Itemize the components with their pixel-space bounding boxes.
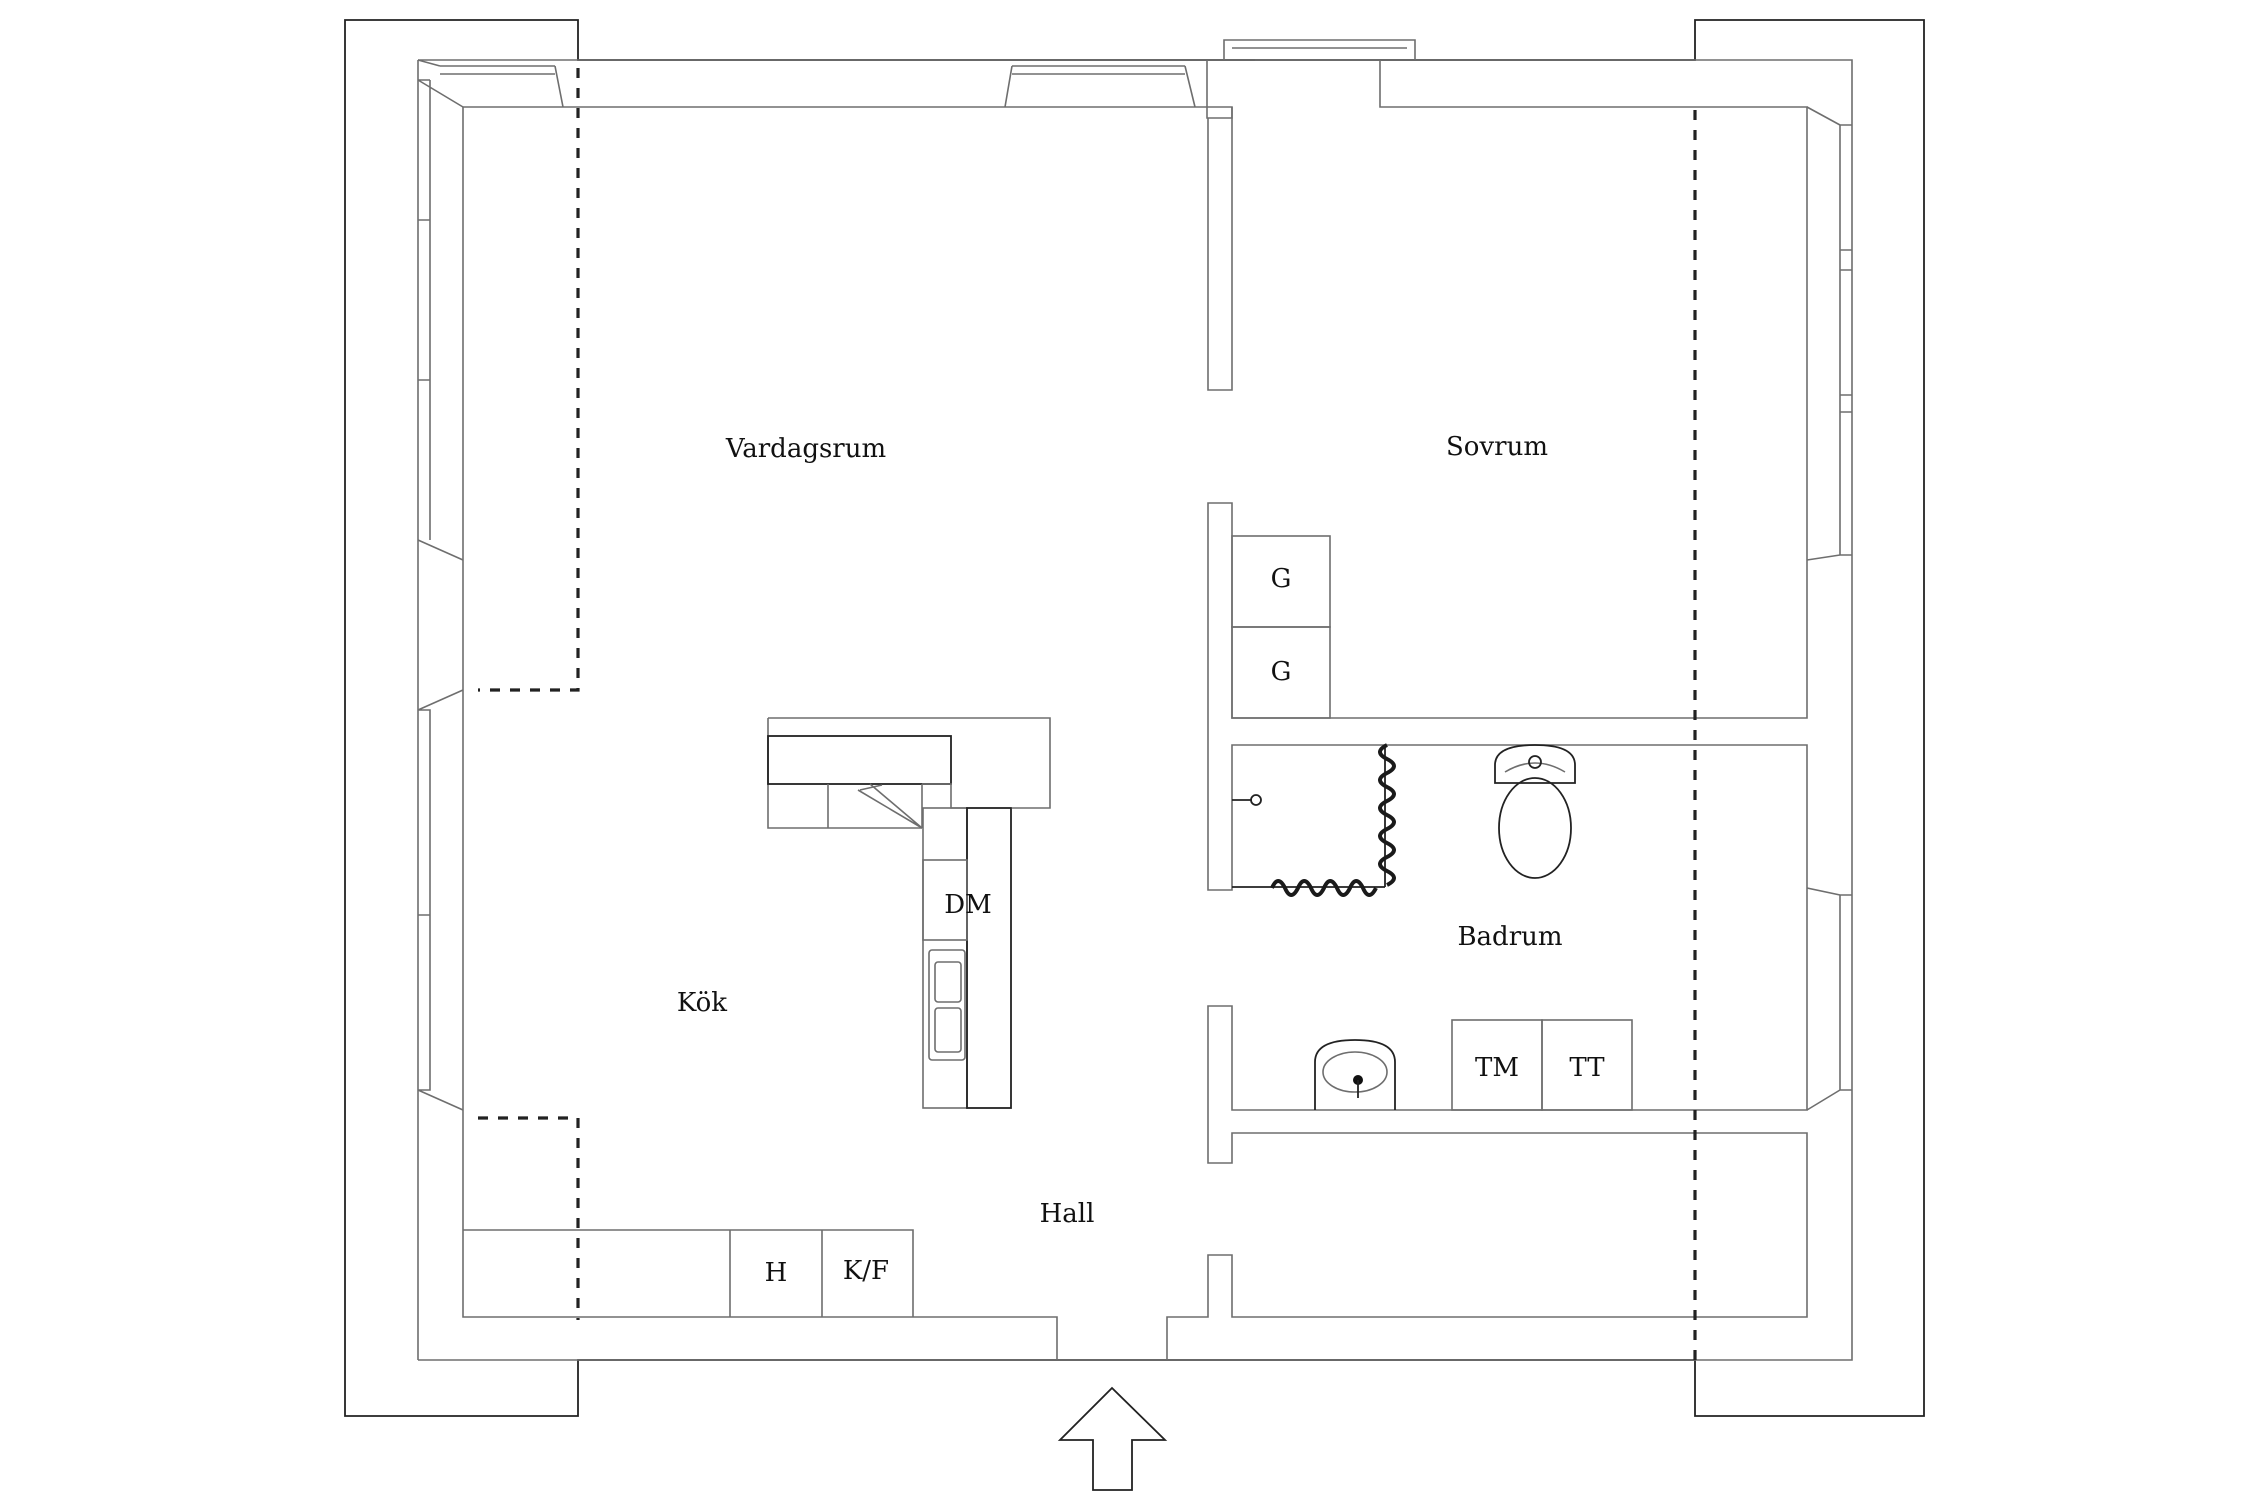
room-label-sovrum: Sovrum bbox=[1446, 432, 1548, 462]
washing-machine-label: TM bbox=[1475, 1053, 1519, 1083]
room-label-hall: Hall bbox=[1040, 1199, 1095, 1229]
kitchen-island bbox=[767, 717, 1051, 1109]
oven-label: H bbox=[765, 1258, 788, 1288]
dryer-label: TT bbox=[1569, 1053, 1605, 1083]
shower bbox=[1232, 743, 1396, 897]
room-label-kok: Kök bbox=[677, 988, 727, 1018]
dishwasher-label: DM bbox=[944, 890, 991, 920]
slope-lines bbox=[478, 68, 1697, 1360]
toilet-icon bbox=[1494, 744, 1576, 879]
entrance-arrow-icon bbox=[1057, 1386, 1168, 1491]
windows bbox=[417, 59, 1852, 1111]
laundry-unit bbox=[1451, 1019, 1633, 1111]
room-label-badrum: Badrum bbox=[1457, 922, 1562, 952]
inner-walls bbox=[462, 39, 1808, 1360]
wardrobe-unit bbox=[1231, 535, 1331, 719]
kitchen-counter bbox=[463, 1229, 914, 1317]
wardrobe-label: G bbox=[1271, 657, 1292, 687]
wardrobe-label: G bbox=[1271, 564, 1292, 594]
room-label-vardagsrum: Vardagsrum bbox=[725, 434, 886, 464]
fridge-freezer-label: K/F bbox=[843, 1256, 889, 1286]
washbasin-icon bbox=[1314, 1039, 1396, 1110]
